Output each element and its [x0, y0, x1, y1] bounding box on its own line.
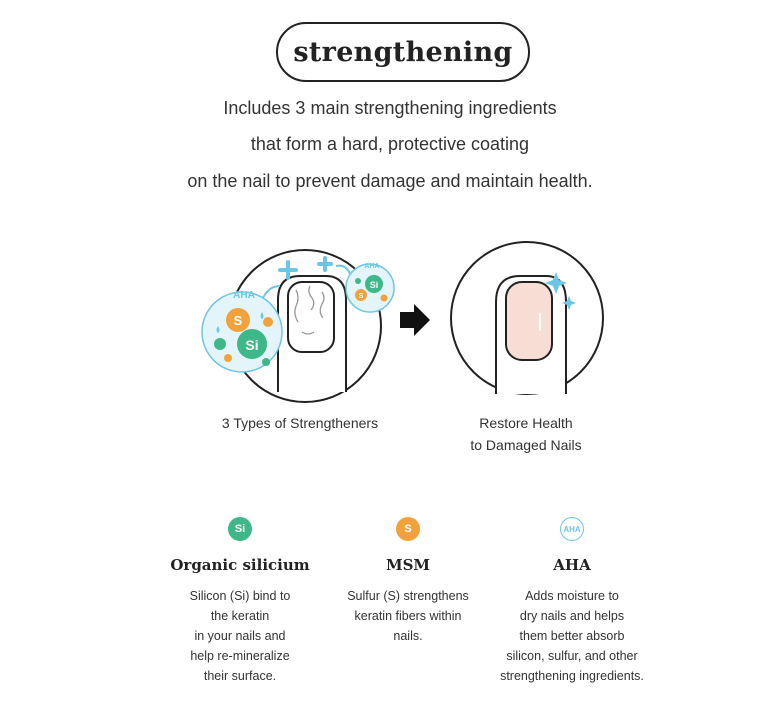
desc-line: Silicon (Si) bind to	[189, 589, 291, 603]
molecule-bubble-small: AHA Si S	[345, 263, 395, 313]
arrow-right-icon	[400, 304, 430, 336]
sulfur-label: S	[234, 313, 243, 328]
sparkle-icon	[545, 272, 576, 310]
after-circle	[450, 241, 604, 395]
desc-line: their surface.	[203, 669, 277, 683]
desc-line: dry nails and helps	[519, 609, 625, 623]
desc-line: strengthening ingredients.	[500, 669, 644, 683]
after-caption-line-1: Restore Health	[479, 415, 573, 431]
desc-line: help re-mineralize	[190, 649, 290, 663]
desc-line: silicon, sulfur, and other	[506, 649, 638, 663]
desc-line: nails.	[393, 629, 423, 643]
silicon-badge-icon: Si	[228, 517, 252, 541]
desc-line: keratin fibers within	[354, 609, 462, 623]
section-title: strengthening	[276, 22, 530, 82]
intro-line-1: Includes 3 main strengthening ingredient…	[223, 98, 557, 118]
molecule-bubble-large: AHA S Si	[201, 290, 283, 373]
before-caption: 3 Types of Strengtheners	[221, 415, 379, 431]
sulfur-badge-icon: S	[396, 517, 420, 541]
strengthening-illustration: AHA S Si AHA Si S	[201, 241, 604, 403]
ingredient-name-msm: MSM	[385, 556, 431, 574]
silicon-label-small: Si	[370, 280, 379, 290]
silicon-label: Si	[245, 337, 258, 353]
after-caption: Restore Health to Damaged Nails	[426, 412, 626, 456]
intro-line-2: that form a hard, protective coating	[250, 134, 530, 154]
ingredient-name-silicium: Organic silicium	[170, 556, 310, 574]
aha-badge-icon: AHA	[560, 517, 584, 541]
ingredient-desc-msm: Sulfur (S) strengthens keratin fibers wi…	[328, 586, 488, 646]
ingredient-desc-aha: Adds moisture to dry nails and helps the…	[482, 586, 662, 686]
desc-line: them better absorb	[519, 629, 625, 643]
plus-icon	[278, 256, 333, 280]
desc-line: the keratin	[210, 609, 270, 623]
ingredient-desc-silicium: Silicon (Si) bind to the keratin in your…	[160, 586, 320, 686]
intro-line-3: on the nail to prevent damage and mainta…	[187, 171, 593, 191]
desc-line: Adds moisture to	[525, 589, 619, 603]
sulfur-label-small: S	[359, 293, 364, 300]
after-caption-line-2: to Damaged Nails	[470, 437, 582, 453]
desc-line: in your nails and	[194, 629, 286, 643]
desc-line: Sulfur (S) strengthens	[347, 589, 469, 603]
aha-label-small: AHA	[364, 263, 379, 270]
ingredient-name-aha: AHA	[553, 556, 591, 574]
aha-label: AHA	[233, 290, 255, 301]
